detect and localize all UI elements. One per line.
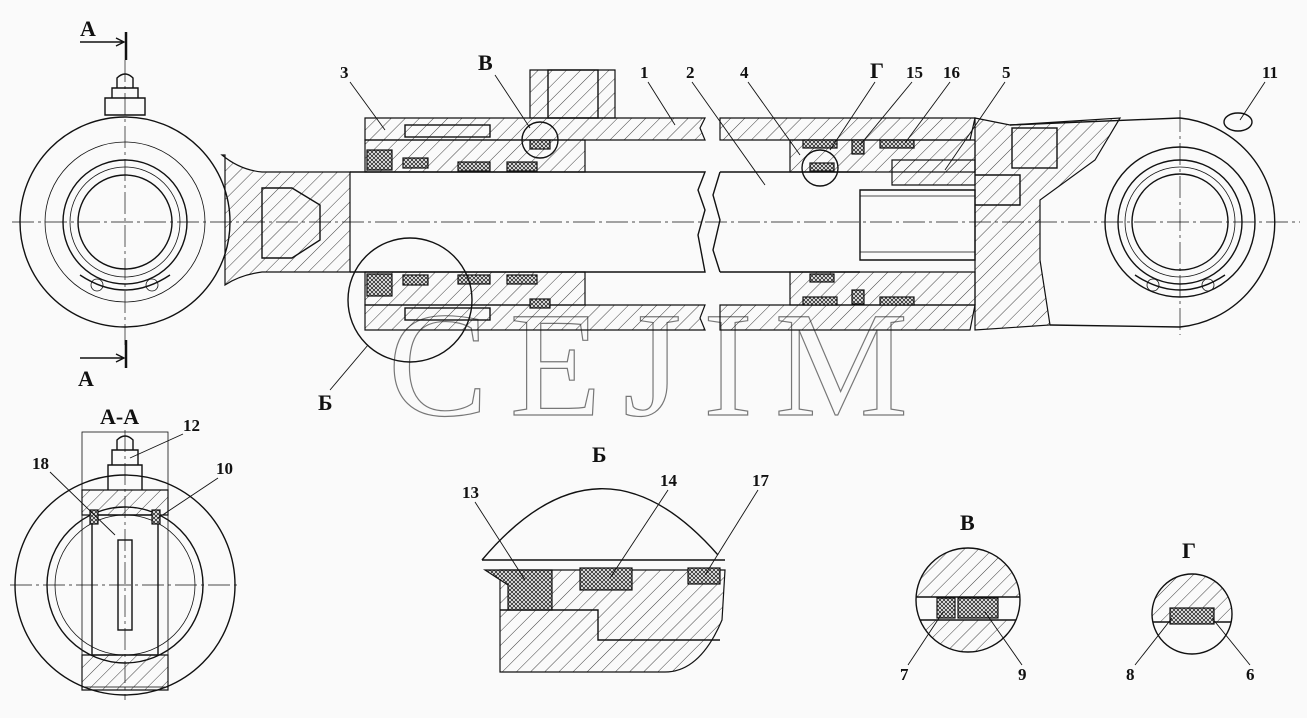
- callout-11: 11: [1262, 63, 1278, 82]
- detail-v-title: В: [960, 510, 975, 535]
- callout-16: 16: [943, 63, 960, 82]
- callout-2: 2: [686, 63, 695, 82]
- callout-v: В: [478, 50, 493, 75]
- callout-4: 4: [740, 63, 749, 82]
- left-eye: [19, 60, 351, 345]
- detail-b-marker: [347, 237, 473, 363]
- section-aa-title: А-А: [100, 404, 139, 429]
- detail-b-title: Б: [592, 442, 607, 467]
- detail-v: В 7 9: [900, 510, 1027, 684]
- callout-6: 6: [1246, 665, 1255, 684]
- callout-8: 8: [1126, 665, 1135, 684]
- section-mark-top: А: [80, 16, 96, 41]
- detail-g: Г 8 6: [1126, 538, 1255, 684]
- callout-13: 13: [462, 483, 479, 502]
- callout-3: 3: [340, 63, 349, 82]
- detail-g-marker: [801, 149, 839, 187]
- callout-10: 10: [216, 459, 233, 478]
- callout-18: 18: [32, 454, 49, 473]
- callout-14: 14: [660, 471, 678, 490]
- callout-17: 17: [752, 471, 770, 490]
- section-mark-bottom: А: [78, 366, 94, 391]
- callout-15: 15: [906, 63, 923, 82]
- cylinder-barrel: [347, 69, 976, 363]
- callout-5: 5: [1002, 63, 1011, 82]
- callout-1: 1: [640, 63, 649, 82]
- right-eye: [974, 110, 1276, 335]
- section-aa: А-А 12 18 10: [10, 404, 240, 700]
- detail-g-title: Г: [1182, 538, 1196, 563]
- callout-g: Г: [870, 58, 884, 83]
- callout-b: Б: [318, 390, 333, 415]
- main-callouts: 3 В 1 2 4 Г 15 16 5 11 Б: [318, 50, 1278, 415]
- detail-v-marker: [521, 121, 559, 159]
- callout-7: 7: [900, 665, 909, 684]
- callout-12: 12: [183, 416, 200, 435]
- detail-b: Б 13 14 17: [462, 442, 770, 673]
- callout-9: 9: [1018, 665, 1027, 684]
- section-marks: А А: [78, 16, 128, 391]
